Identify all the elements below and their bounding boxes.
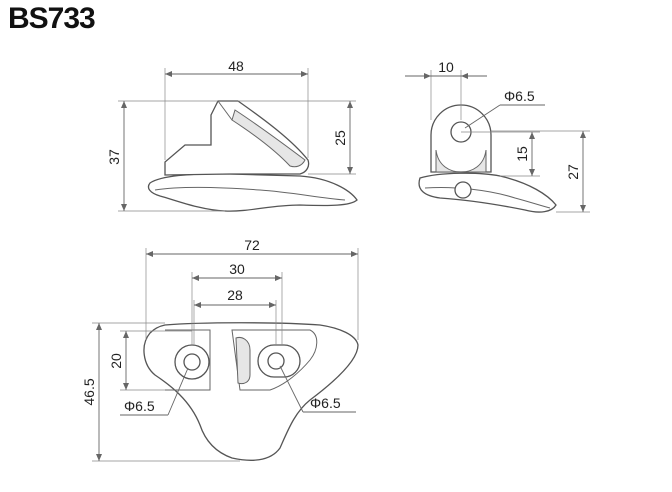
side-width-label: 10 [438, 59, 454, 75]
top-hole-depth-arrow-bottom [123, 383, 129, 390]
front-width-label: 48 [228, 58, 244, 74]
top-depth-arrow-top [96, 323, 102, 330]
side-hole-height-arrow-top [529, 132, 535, 139]
top-left-hole-leader [167, 367, 189, 416]
side-view: 10 Φ6.5 15 27 [405, 59, 590, 213]
side-hole-height-arrow-bottom [529, 169, 535, 176]
side-view-base-boss [454, 181, 472, 199]
top-depth-arrow-bottom [96, 454, 102, 461]
side-width-arrow-left [424, 73, 431, 79]
side-hole-leader [464, 104, 501, 129]
side-hole-height-label: 15 [514, 146, 530, 162]
side-total-height-label: 27 [565, 164, 581, 180]
top-span30-arrow-right [275, 275, 282, 281]
side-view-base-line [424, 187, 551, 209]
top-span28-arrow-right [269, 302, 276, 308]
front-view-base-outline [147, 173, 358, 212]
front-width-arrow-right [301, 71, 308, 77]
front-width-arrow-left [165, 71, 172, 77]
side-total-height-arrow-top [580, 131, 586, 138]
top-span30-arrow-left [192, 275, 199, 281]
top-view-right-hole [267, 352, 285, 370]
front-height-arrow-top [121, 101, 127, 108]
front-view-ridge [231, 109, 306, 168]
front-upper-arrow-top [347, 101, 353, 108]
front-view-ridge-line [217, 100, 233, 121]
front-view-base-line [154, 186, 346, 201]
side-width-arrow-right [461, 73, 468, 79]
top-view-pad [165, 329, 211, 391]
front-upper-label: 25 [332, 130, 348, 146]
top-span28-label: 28 [227, 287, 243, 303]
front-view: 48 37 25 [106, 58, 358, 212]
top-span28-arrow-left [194, 302, 201, 308]
top-left-hole-label: Φ6.5 [124, 398, 155, 414]
top-depth-label: 46.5 [81, 378, 97, 405]
front-upper-arrow-bottom [347, 167, 353, 174]
top-overall-label: 72 [244, 237, 260, 253]
side-hole-label: Φ6.5 [504, 88, 535, 104]
front-height-arrow-bottom [121, 204, 127, 211]
side-view-base-outline [418, 172, 557, 213]
top-hole-depth-arrow-top [123, 331, 129, 338]
top-view: 72 30 28 46.5 [81, 237, 359, 462]
front-height-label: 37 [106, 149, 122, 165]
top-view-slot-ridge [235, 337, 251, 385]
top-span30-label: 30 [229, 261, 245, 277]
top-right-hole-leader [279, 365, 304, 413]
drawing-title: BS733 [8, 2, 96, 35]
top-right-hole-label: Φ6.5 [310, 395, 341, 411]
top-view-left-hole [183, 353, 201, 371]
top-overall-arrow-left [146, 251, 153, 257]
side-total-height-arrow-bottom [580, 205, 586, 212]
top-view-outline [143, 322, 359, 461]
top-view-slot-plate [231, 329, 318, 391]
side-view-tab-lug [435, 149, 487, 173]
top-hole-depth-label: 20 [108, 353, 124, 369]
top-overall-arrow-right [351, 251, 358, 257]
